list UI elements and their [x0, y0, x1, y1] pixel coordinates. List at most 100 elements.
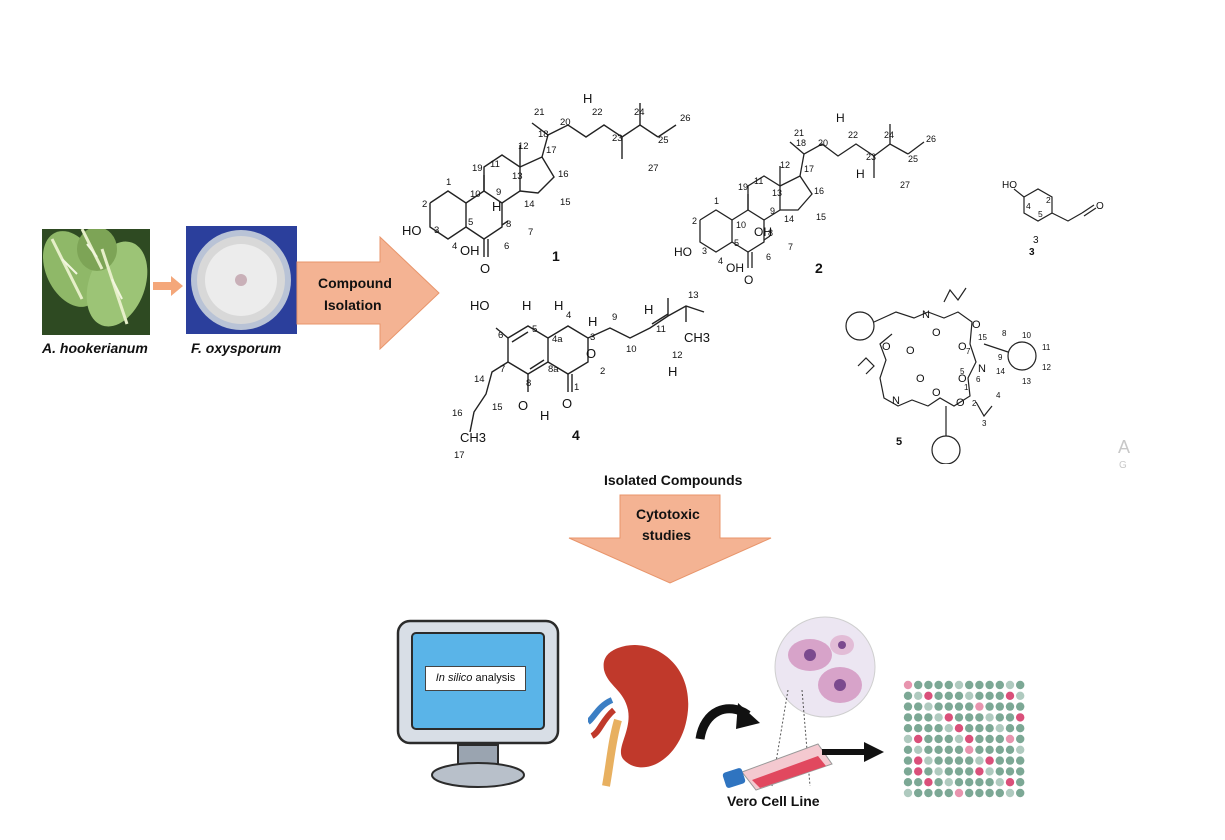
c2-num-13: 13: [772, 188, 782, 198]
c4-num-6: 6: [498, 330, 503, 341]
well: [934, 680, 943, 690]
well: [914, 713, 923, 722]
well: [995, 724, 1004, 733]
c2-num-5: 5: [734, 238, 739, 248]
c1-num-24: 24: [634, 107, 645, 118]
well: [975, 734, 984, 744]
well: [944, 691, 953, 700]
c4-group-ho: HO: [470, 298, 490, 313]
plant-label: A. hookerianum: [42, 340, 148, 356]
c2-group-ho: HO: [674, 245, 692, 259]
c4-num-10: 10: [626, 344, 637, 355]
c4-num-2: 2: [600, 366, 605, 377]
c5-group-o6: O: [916, 373, 925, 385]
c2-num-6: 6: [766, 252, 771, 262]
well: [995, 788, 1004, 798]
c4-num-12: 12: [672, 350, 683, 361]
well: [914, 756, 923, 765]
well: [914, 691, 923, 700]
well: [903, 691, 913, 700]
c2-num-18: 18: [796, 138, 806, 148]
c2-num-14: 14: [784, 214, 794, 224]
c5-group-o1: O: [972, 319, 981, 331]
well: [975, 788, 984, 798]
c5-group-n3: N: [978, 363, 986, 375]
well: [985, 680, 994, 690]
well: [944, 734, 953, 744]
well: [1005, 713, 1015, 722]
c5-group-o4: O: [906, 345, 915, 357]
well: [965, 702, 974, 711]
well: [985, 778, 994, 787]
c1-num-6: 6: [504, 241, 509, 252]
c4-group-o-hydroxyl: O: [518, 398, 528, 413]
c4-group-h-11: H: [644, 302, 653, 317]
c2-num-26: 26: [926, 134, 936, 144]
well: [903, 788, 913, 798]
stray-letter-a: A: [1118, 437, 1131, 457]
compound-3-number-3: 3: [1033, 235, 1039, 246]
c2-num-27: 27: [900, 180, 910, 190]
c4-num-14: 14: [474, 374, 485, 385]
c1-group-oh: OH: [460, 243, 480, 258]
compound-3-label: 3: [1029, 247, 1035, 258]
well: [985, 724, 994, 733]
c1-num-16: 16: [558, 169, 569, 180]
well: [944, 788, 953, 798]
c4-group-ch3-13: CH3: [684, 330, 710, 345]
well: [985, 788, 994, 798]
well: [924, 788, 933, 798]
c5-num-6: 6: [976, 375, 981, 384]
well: [995, 680, 1004, 690]
c1-group-h-top: H: [583, 91, 592, 106]
well: [944, 713, 953, 722]
well: [954, 745, 964, 754]
well: [924, 713, 933, 722]
well: [1016, 788, 1025, 798]
c4-num-1: 1: [574, 382, 579, 393]
c2-num-19: 19: [738, 182, 748, 192]
c5-num-12: 12: [1042, 363, 1051, 372]
well: [903, 745, 913, 754]
compound-3-structure: HO O 2 4 5: [1002, 180, 1104, 222]
c1-num-18: 18: [538, 129, 549, 140]
c2-num-12: 12: [780, 160, 790, 170]
well: [924, 767, 933, 776]
c4-num-3: 3: [590, 332, 595, 343]
c4-num-9: 9: [612, 312, 617, 323]
isolated-compounds-label: Isolated Compounds: [604, 472, 743, 488]
c4-group-h-hydroxyl: H: [540, 408, 549, 423]
cytotoxic-arrow: [568, 494, 773, 589]
well: [995, 691, 1004, 700]
well: [914, 724, 923, 733]
c1-num-8: 8: [506, 219, 511, 230]
well: [1016, 691, 1025, 700]
c5-num-2: 2: [972, 399, 977, 408]
well: [965, 691, 974, 700]
c1-num-23: 23: [612, 133, 623, 144]
c5-num-3: 3: [982, 419, 987, 428]
c5-num-10: 10: [1022, 331, 1031, 340]
c1-num-17: 17: [546, 145, 557, 156]
c2-num-1: 1: [714, 196, 719, 206]
c3-group-ho: HO: [1002, 180, 1017, 191]
well: [1005, 778, 1015, 787]
c2-num-17: 17: [804, 164, 814, 174]
c2-group-oh-9: OH: [754, 225, 772, 239]
c5-num-8: 8: [1002, 329, 1007, 338]
plant-photo: [42, 227, 150, 335]
compound-2-structure: HO OH OH H H O 1 2 3 4 5 6 7 8 9 10 11 1…: [674, 111, 936, 287]
c5-num-9: 9: [998, 353, 1003, 362]
c5-group-n2: N: [892, 395, 900, 407]
well: [1016, 756, 1025, 765]
well: [1005, 756, 1015, 765]
c4-group-o-carbonyl: O: [562, 396, 572, 411]
c5-group-n1: N: [922, 309, 930, 321]
analysis-text: analysis: [472, 672, 516, 684]
c1-num-25: 25: [658, 135, 669, 146]
c4-num-4: 4: [566, 310, 571, 321]
c1-num-14: 14: [524, 199, 535, 210]
well: [985, 734, 994, 744]
well: [985, 691, 994, 700]
well: [954, 788, 964, 798]
